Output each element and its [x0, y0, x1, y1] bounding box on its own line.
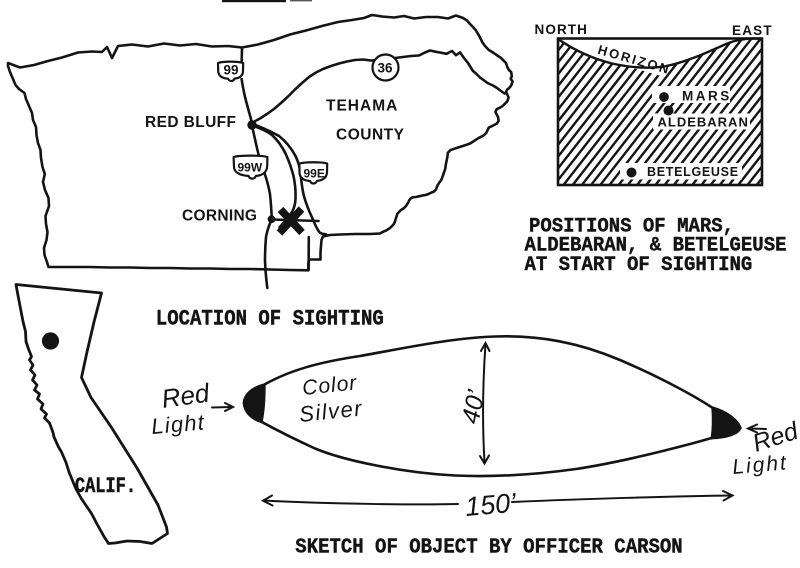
svg-text:MARS: MARS — [682, 89, 732, 104]
svg-text:ALDEBARAN: ALDEBARAN — [658, 114, 749, 129]
svg-text:TEHAMA: TEHAMA — [326, 98, 398, 115]
svg-text:36: 36 — [378, 61, 394, 76]
svg-text:Red: Red — [160, 377, 213, 414]
svg-text:SKETCH OF OBJECT BY OFFICER CA: SKETCH OF OBJECT BY OFFICER CARSON — [295, 536, 682, 560]
svg-text:NORTH: NORTH — [535, 22, 589, 37]
svg-text:Light: Light — [731, 451, 788, 479]
svg-text:CORNING: CORNING — [182, 208, 257, 225]
svg-text:40’: 40’ — [456, 387, 490, 426]
svg-text:EAST: EAST — [732, 23, 773, 38]
svg-text:BETELGEUSE: BETELGEUSE — [647, 165, 739, 179]
svg-text:99W: 99W — [238, 161, 263, 175]
svg-text:COUNTY: COUNTY — [336, 127, 405, 144]
svg-text:RED BLUFF: RED BLUFF — [145, 114, 236, 131]
svg-text:CALIF.: CALIF. — [75, 474, 136, 499]
svg-text:150’: 150’ — [464, 488, 518, 522]
svg-text:Light: Light — [150, 409, 206, 439]
svg-text:AT START OF SIGHTING: AT START OF SIGHTING — [525, 253, 753, 276]
svg-text:LOCATION OF SIGHTING: LOCATION OF SIGHTING — [156, 307, 384, 332]
svg-text:Color: Color — [301, 371, 358, 400]
svg-text:99: 99 — [224, 63, 239, 78]
svg-text:99E: 99E — [304, 167, 325, 181]
svg-text:POSITIONS OF MARS,: POSITIONS OF MARS, — [529, 215, 734, 238]
svg-text:ALDEBARAN, & BETELGEUSE: ALDEBARAN, & BETELGEUSE — [525, 234, 787, 257]
